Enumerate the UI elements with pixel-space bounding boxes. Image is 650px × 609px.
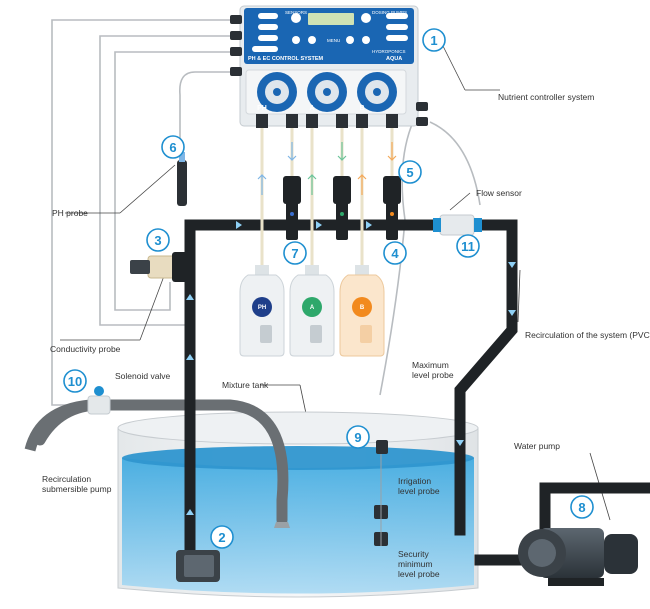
label-recirculation-system: Recirculation of the system (PVC) xyxy=(525,330,650,340)
badge-9: 9 xyxy=(354,430,361,445)
badge-7: 7 xyxy=(291,246,298,261)
badge-3: 3 xyxy=(154,233,161,248)
label-solenoid-valve: Solenoid valve xyxy=(115,371,171,381)
dosing-tubes xyxy=(260,128,394,270)
injection-dots xyxy=(290,212,394,216)
label-flow-sensor: Flow sensor xyxy=(476,188,522,198)
controller-brand-small: HYDROPONICS xyxy=(372,49,406,54)
injection-tees xyxy=(283,176,401,240)
label-water-pump: Water pump xyxy=(514,441,560,451)
controller-left-button[interactable] xyxy=(292,36,300,44)
pump-a-label: A xyxy=(309,105,314,112)
dosing-direction-arrows xyxy=(257,142,397,195)
badge-4: 4 xyxy=(391,246,399,261)
controller-connectors xyxy=(230,15,428,126)
water-pump xyxy=(518,528,638,586)
nutrient-bottles: PH A B xyxy=(239,265,385,357)
submersible-pump xyxy=(176,550,220,582)
badge-5: 5 xyxy=(406,165,413,180)
solenoid-valve xyxy=(24,386,120,452)
pump-b-label: B xyxy=(359,105,364,112)
bottle-ph-label: PH xyxy=(258,305,266,311)
controller-up-button[interactable] xyxy=(291,13,301,23)
number-badge-texts: 1 2 3 4 5 6 7 8 9 10 11 xyxy=(68,33,586,545)
level-probes xyxy=(374,440,388,546)
conductivity-probe xyxy=(130,252,194,282)
badge-1: 1 xyxy=(430,33,437,48)
label-maximum-line1: Maximum xyxy=(412,360,449,370)
controller-port-tags xyxy=(252,13,408,52)
controller-right-button[interactable] xyxy=(362,36,370,44)
ph-probe xyxy=(177,152,187,206)
controller-set-button[interactable] xyxy=(308,36,316,44)
badge-8: 8 xyxy=(578,500,585,515)
controller-menu-label: MENU xyxy=(327,38,340,43)
label-maximum-line2: level probe xyxy=(412,370,454,380)
badge-10: 10 xyxy=(68,374,82,389)
bottle-a: A xyxy=(289,265,335,357)
label-ph-probe: PH probe xyxy=(52,208,88,218)
controller-buttons[interactable] xyxy=(291,13,371,44)
controller-esc-button[interactable] xyxy=(346,36,354,44)
peristaltic-pumps: PH A B xyxy=(245,69,407,128)
label-recirculation-pump: Recirculation submersible pump xyxy=(42,474,112,494)
number-badges xyxy=(63,28,594,549)
badge-6: 6 xyxy=(169,140,176,155)
label-nutrient-controller: Nutrient controller system xyxy=(498,92,594,102)
label-conductivity-probe: Conductivity probe xyxy=(50,344,121,354)
label-irrigation-level-probe: Irrigation level probe xyxy=(398,476,440,496)
bottle-b-label: B xyxy=(360,305,365,311)
badge-11: 11 xyxy=(461,239,475,254)
maximum-level-probe xyxy=(376,440,388,454)
label-mixture-tank: Mixture tank xyxy=(222,380,269,390)
flow-arrows xyxy=(186,221,516,515)
flow-sensor xyxy=(433,214,482,236)
controller-top-right: DOSING PUMPS xyxy=(372,10,407,15)
label-security-minimum-level-probe: Security minimum level probe xyxy=(398,549,440,579)
bottle-b: B xyxy=(339,265,385,357)
badge-2: 2 xyxy=(218,530,225,545)
controller-ok-button[interactable] xyxy=(361,13,371,23)
label-maximum-level-probe: Maximum level probe xyxy=(412,360,454,380)
nutrient-controller: PH & EC CONTROL SYSTEM AQUA HYDROPONICS … xyxy=(230,5,428,128)
controller-top-left: SENSORS xyxy=(285,10,307,15)
controller-brand: AQUA xyxy=(386,56,402,62)
bottle-a-label: A xyxy=(310,305,315,311)
controller-display xyxy=(308,13,354,25)
controller-title: PH & EC CONTROL SYSTEM xyxy=(248,56,323,62)
bottle-ph: PH xyxy=(239,265,285,357)
pump-ph-label: PH xyxy=(257,105,267,112)
component-labels: Nutrient controller system PH probe Flow… xyxy=(42,92,650,579)
